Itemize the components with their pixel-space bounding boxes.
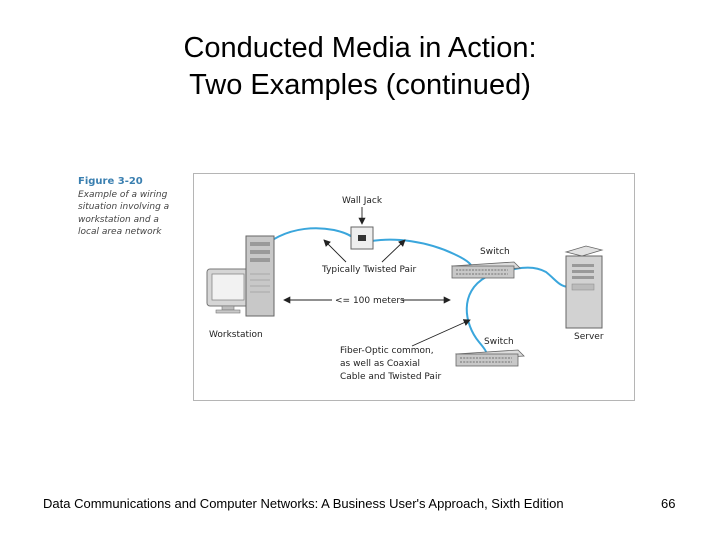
server-label: Server: [574, 332, 604, 342]
slide-title: Conducted Media in Action: Two Examples …: [0, 30, 720, 104]
wiring-diagram: Workstation Wall Jack Typically Twisted …: [206, 196, 604, 382]
footer-course-title: Data Communications and Computer Network…: [43, 496, 564, 511]
fiber-label-line-2: as well as Coaxial: [340, 359, 420, 369]
page-number: 66: [661, 496, 676, 511]
wall-jack-icon: [350, 226, 374, 250]
caption-line-4: local area network: [78, 227, 162, 237]
wiring-diagram-frame: Workstation Wall Jack Typically Twisted …: [193, 173, 635, 401]
twisted-pair-pointer-right: [381, 239, 406, 263]
switch-bottom-icon: [455, 349, 525, 367]
workstation-monitor-icon: [206, 268, 250, 314]
server-icon: [564, 245, 604, 329]
slide-title-line-1: Conducted Media in Action:: [183, 32, 537, 64]
twisted-pair-pointer-left: [323, 239, 347, 263]
workstation-label: Workstation: [209, 330, 263, 340]
figure-caption: Figure 3-20 Example of a wiring situatio…: [78, 176, 178, 239]
workstation-tower-icon: [245, 235, 275, 317]
switch-bottom-label: Switch: [484, 337, 514, 347]
switch-top-label: Switch: [480, 247, 510, 257]
twisted-pair-label: Typically Twisted Pair: [321, 265, 417, 275]
slide-title-line-2: Two Examples (continued): [189, 69, 531, 101]
figure-number: Figure 3-20: [78, 176, 143, 187]
distance-label: <= 100 meters: [335, 296, 405, 306]
caption-line-1: Example of a wiring: [78, 189, 168, 200]
fiber-pointer: [411, 319, 471, 347]
wall-jack-label: Wall Jack: [342, 196, 383, 206]
caption-line-2: situation involving a: [78, 202, 170, 212]
fiber-label-line-3: Cable and Twisted Pair: [340, 372, 441, 382]
caption-line-3: workstation and a: [78, 214, 159, 225]
fiber-label-line-1: Fiber-Optic common,: [340, 346, 434, 356]
cable-switch-to-switch: [465, 276, 487, 353]
switch-top-icon: [451, 261, 521, 279]
